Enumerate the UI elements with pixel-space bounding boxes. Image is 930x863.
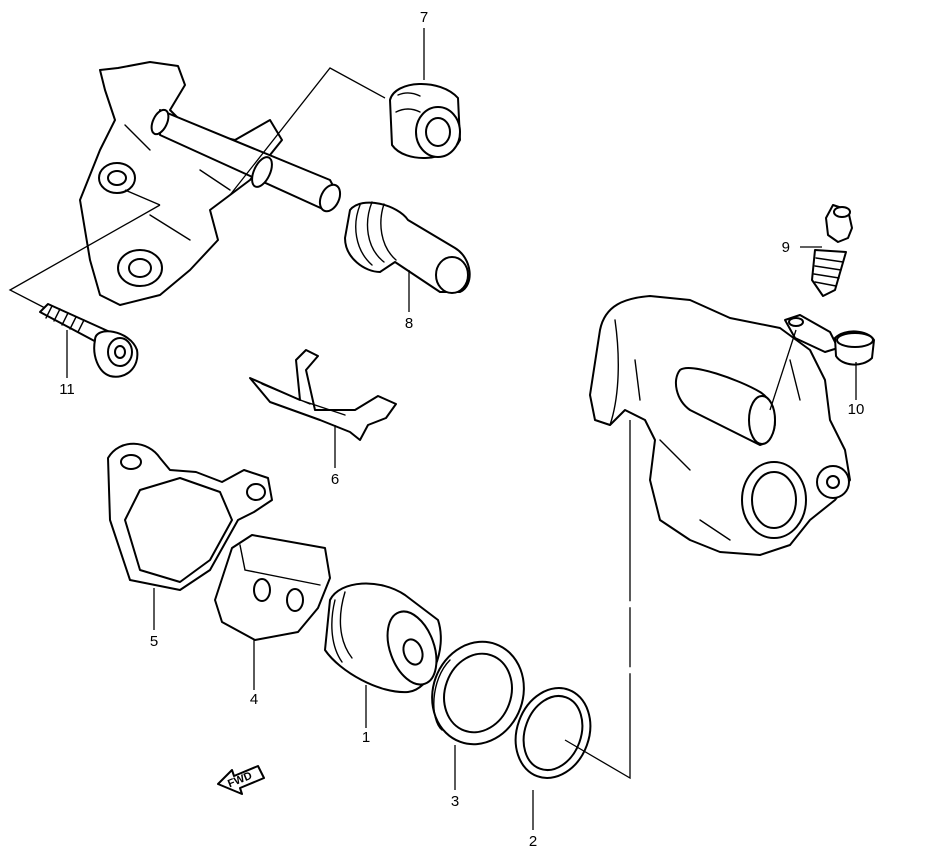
spring-clip-part-6 xyxy=(249,349,397,441)
callout-5: 5 xyxy=(150,633,158,650)
callout-3: 3 xyxy=(451,793,459,810)
slide-pin-part-8 xyxy=(344,201,471,294)
callout-labels: 7 8 9 10 11 6 5 4 1 3 2 xyxy=(59,9,864,850)
caliper-body xyxy=(589,295,851,556)
callout-6: 6 xyxy=(331,471,339,488)
piston-part-1 xyxy=(324,582,442,694)
boot-part-7 xyxy=(389,83,461,159)
o-ring-part-2 xyxy=(514,687,592,779)
callout-4: 4 xyxy=(250,691,258,708)
callout-1: 1 xyxy=(362,729,370,746)
callout-7: 7 xyxy=(420,9,428,26)
brake-pad-part-5 xyxy=(107,442,273,591)
callout-11: 11 xyxy=(59,381,75,398)
piston-seal-part-3 xyxy=(431,640,525,746)
callout-2: 2 xyxy=(529,833,537,850)
bolt-part-11 xyxy=(39,303,139,378)
leader-lines xyxy=(8,28,857,830)
bleeder-screw-part-9 xyxy=(811,204,853,297)
bleeder-cap-part-10 xyxy=(784,314,875,366)
fwd-direction-arrow: FWD xyxy=(217,765,265,795)
brake-pad-part-4 xyxy=(214,534,331,641)
caliper-bracket xyxy=(79,61,283,306)
callout-9: 9 xyxy=(782,239,790,256)
slide-pin-upper xyxy=(150,108,342,213)
callout-10: 10 xyxy=(848,401,865,418)
callout-8: 8 xyxy=(405,315,413,332)
